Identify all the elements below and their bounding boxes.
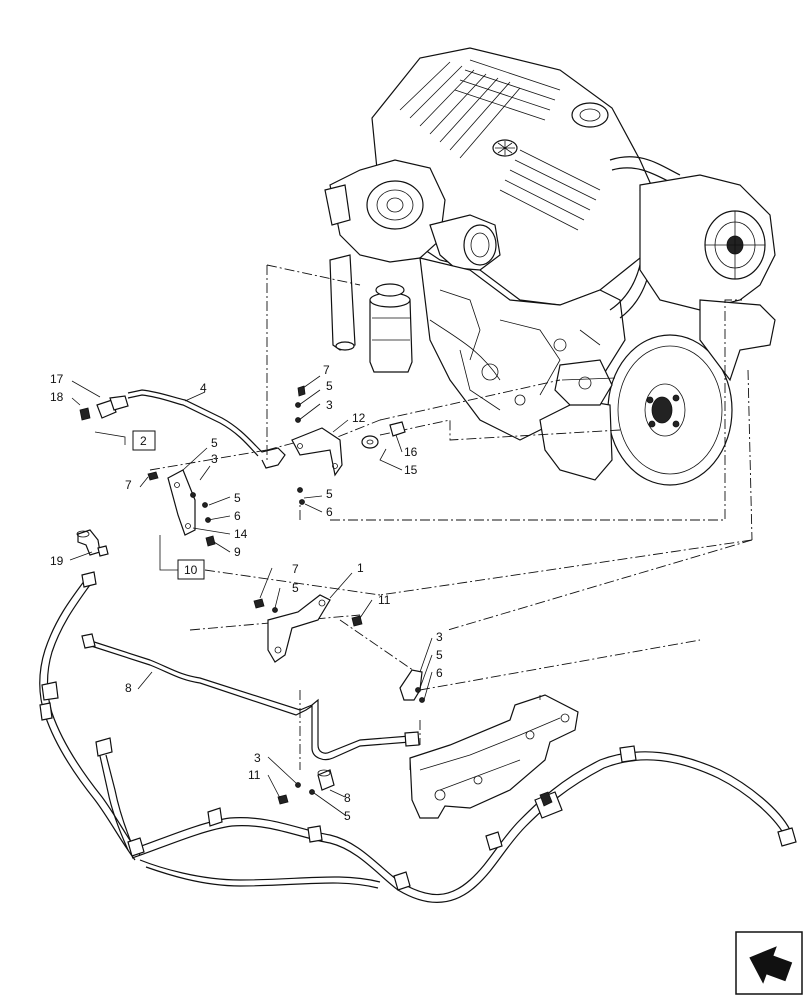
spacer-15-16 — [361, 421, 406, 449]
elbow-fitting-19 — [76, 529, 109, 557]
callout-18: 18 — [50, 390, 64, 404]
callout-5: 5 — [436, 648, 443, 662]
callout-5: 5 — [326, 487, 333, 501]
callout-3: 3 — [254, 751, 261, 765]
bracket-small-right — [399, 669, 425, 703]
callout-6: 6 — [436, 666, 443, 680]
tube-8 — [81, 633, 420, 761]
reference-box-2[interactable]: 2 — [132, 430, 156, 451]
callout-5: 5 — [211, 436, 218, 450]
callout-11: 11 — [378, 593, 391, 607]
callout-1: 1 — [357, 561, 364, 575]
callout-5: 5 — [234, 491, 241, 505]
breather-tube-4 — [79, 389, 286, 469]
fitting-17 — [96, 399, 117, 419]
reference-box-label: 2 — [140, 434, 147, 448]
bracket-1 — [253, 594, 363, 663]
engine-assembly — [324, 47, 776, 486]
callout-5: 5 — [344, 809, 351, 823]
callout-5: 5 — [326, 379, 333, 393]
callout-3: 3 — [326, 398, 333, 412]
callout-14: 14 — [234, 527, 248, 541]
reference-box-label: 10 — [184, 563, 198, 577]
callout-6: 6 — [234, 509, 241, 523]
leader-lines — [69, 375, 433, 816]
valve-cover-grille — [399, 59, 601, 231]
callout-7: 7 — [125, 478, 132, 492]
reference-box-10[interactable]: 10 — [177, 559, 205, 580]
callout-9: 8 — [344, 791, 351, 805]
bracket-13 — [291, 385, 343, 505]
callout-13: 12 — [352, 411, 366, 425]
callout-3: 3 — [436, 630, 443, 644]
callout-3: 3 — [211, 452, 218, 466]
callout-16: 16 — [404, 445, 418, 459]
callout-4: 4 — [200, 381, 207, 395]
clamp-18 — [79, 407, 91, 421]
callout-5: 5 — [292, 581, 299, 595]
callout-12: 11 — [248, 768, 261, 782]
callout-19: 19 — [50, 554, 64, 568]
callout-labels: 1 3 3 3 3 4 5 5 5 5 5 5 8 5 6 6 6 7 7 7 … — [50, 363, 443, 823]
clamp-9-12 — [277, 769, 335, 805]
callout-17: 17 — [50, 372, 64, 386]
mounting-bracket — [409, 694, 579, 819]
oil-filler-cap — [571, 102, 609, 128]
callout-6: 6 — [326, 505, 333, 519]
callout-8: 8 — [125, 681, 132, 695]
bracket-14 — [147, 469, 216, 547]
callout-7: 7 — [323, 363, 330, 377]
center-lines — [149, 264, 753, 770]
next-page-arrow-icon[interactable] — [735, 931, 803, 995]
callout-7: 7 — [292, 562, 299, 576]
callout-11: 9 — [234, 545, 241, 559]
hose-assembly — [39, 571, 797, 903]
oil-filter — [369, 299, 413, 373]
callout-15: 15 — [404, 463, 418, 477]
